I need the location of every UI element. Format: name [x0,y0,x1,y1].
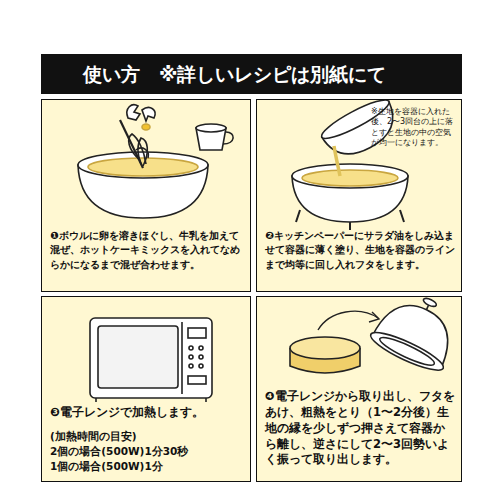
panel-ground [41,99,462,482]
step-text: ❹電子レンジから取り出し、フタをあけ、粗熱をとり（1〜2分後）生地の縁を少しずつ… [265,389,455,468]
step-text: ❷キッチンペーパーにサラダ油をしみ込ませて容器に薄く塗り、生地を容器のラインまで… [265,228,455,271]
microwave-figure [90,318,212,402]
step-panel: ❸電子レンジで加熱します。 (加熱時間の目安)2個の場合(500W)1分30秒1個… [41,296,251,482]
bowl-whisk-figure [78,105,233,218]
step-text: ❶ボウルに卵を溶きほぐし、牛乳を加えて混ぜ、ホットケーキミックスを入れてなめらか… [50,228,244,271]
step-panel: ❹電子レンジから取り出し、フタをあけ、粗熱をとり（1〜2分後）生地の縁を少しずつ… [256,296,462,482]
title-text: 使い方 ※詳しいレシピは別紙にて [83,62,386,88]
note-text: ※生地を容器に入れた後、2〜3回台の上に落とすと生地の中の空気が均一になります。 [371,107,457,149]
step-panel: ❶ボウルに卵を溶きほぐし、牛乳を加えて混ぜ、ホットケーキミックスを入れてなめらか… [41,99,251,292]
step-text: 1個の場合(500W)1分 [50,459,244,473]
title-band: 使い方 ※詳しいレシピは別紙にて [41,54,462,94]
step-panel: ※生地を容器に入れた後、2〜3回台の上に落とすと生地の中の空気が均一になります。… [256,99,462,292]
step-text: 2個の場合(500W)1分30秒 [50,444,244,458]
step-text: (加熱時間の目安) [50,429,244,443]
step-text: ❸電子レンジで加熱します。 [50,405,244,421]
